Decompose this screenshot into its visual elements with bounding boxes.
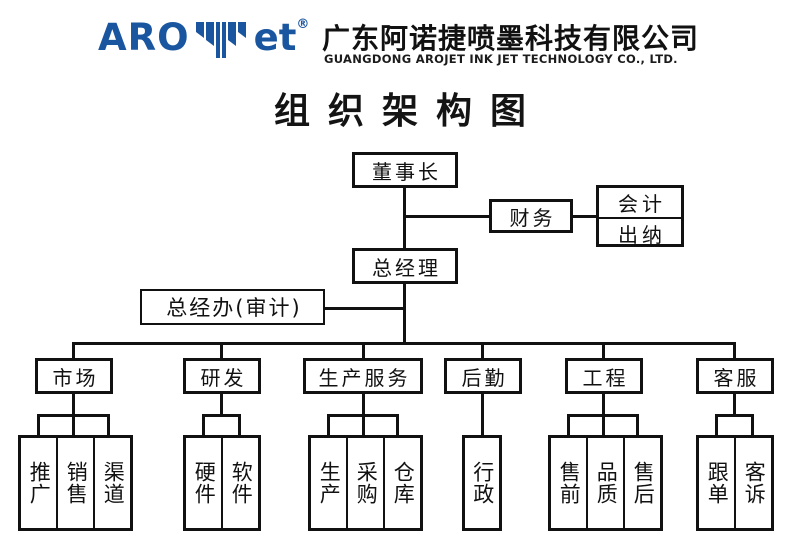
connector-market-child-3 (107, 414, 110, 436)
connector-eng-child-3 (636, 414, 639, 436)
connector-rd-bus (202, 414, 241, 417)
node-engineering-children: 售前 品质 售后 (548, 435, 663, 531)
connector-gm-bus (403, 284, 406, 344)
connector-rd-drop (220, 394, 223, 416)
logo-text-et: et (253, 16, 297, 59)
node-complaints: 客诉 (742, 461, 767, 505)
node-warehouse: 仓库 (391, 461, 416, 505)
node-accountant: 会计 (599, 188, 681, 219)
connector-eng-drop (602, 394, 605, 416)
connector-finance-accounting (572, 215, 599, 218)
node-sales: 销售 (58, 438, 95, 528)
company-name-cn: 广东阿诺捷喷墨科技有限公司 (322, 22, 700, 55)
connector-chairman-gm (403, 188, 406, 248)
connector-bus-production-service (362, 342, 365, 359)
node-customer-service-children: 跟单 客诉 (696, 435, 774, 531)
node-cashier: 出纳 (618, 223, 666, 247)
node-software: 软件 (229, 461, 254, 505)
node-quality: 品质 (588, 438, 625, 528)
node-gm-office: 总经办(审计) (140, 289, 325, 325)
connector-department-bus (72, 342, 734, 345)
node-finance: 财务 (489, 199, 573, 233)
connector-ps-child-2 (362, 414, 365, 436)
node-dept-rd: 研发 (183, 358, 261, 394)
node-rd-children: 硬件 软件 (183, 435, 261, 531)
connector-ps-child-3 (396, 414, 399, 436)
node-production: 生产 (311, 438, 348, 528)
connector-bus-market (72, 342, 75, 359)
node-pre-sales: 售前 (551, 438, 588, 528)
node-finance-children: 会计 出纳 (596, 185, 684, 247)
connector-market-drop (72, 394, 75, 416)
connector-rd-child-2 (238, 414, 241, 436)
connector-bus-logistics (481, 342, 484, 359)
connector-rd-child-1 (202, 414, 205, 436)
connector-cs-child-1 (715, 414, 718, 436)
node-logistics-children: 行政 (462, 435, 502, 531)
node-dept-engineering: 工程 (565, 358, 643, 394)
node-dept-production-service: 生产服务 (303, 358, 423, 394)
connector-gm-office (322, 307, 406, 310)
connector-cs-child-2 (751, 414, 754, 436)
logo-text-aro: ARO (98, 16, 190, 59)
connector-chairman-finance (403, 215, 491, 218)
node-after-sales: 售后 (631, 461, 656, 505)
node-dept-customer-service: 客服 (696, 358, 774, 394)
connector-ps-child-1 (327, 414, 330, 436)
node-chairman: 董事长 (352, 152, 458, 188)
node-order-follow-up: 跟单 (699, 438, 736, 528)
company-name-en: GUANGDONG AROJET INK JET TECHNOLOGY CO.,… (324, 52, 678, 66)
connector-market-child-1 (37, 414, 40, 436)
connector-bus-engineering (602, 342, 605, 359)
node-hardware: 硬件 (186, 438, 223, 528)
page-header: ARO et ® 广东阿诺捷喷墨科技有限公司 GUANGDONG AROJET … (0, 0, 800, 78)
page-title: 组织架构图 (273, 91, 544, 132)
registered-trademark-icon: ® (296, 17, 310, 32)
node-market-children: 推广 销售 渠道 (18, 435, 133, 531)
arojet-leaf-icon (194, 16, 250, 60)
connector-eng-child-2 (602, 414, 605, 436)
connector-cs-bus (715, 414, 754, 417)
connector-eng-child-1 (567, 414, 570, 436)
node-administration: 行政 (470, 461, 495, 505)
connector-logistics-child (481, 394, 484, 436)
node-production-service-children: 生产 采购 仓库 (308, 435, 423, 531)
connector-cs-drop (733, 394, 736, 416)
connector-market-child-2 (72, 414, 75, 436)
node-general-manager: 总经理 (352, 248, 458, 284)
node-dept-market: 市场 (35, 358, 113, 394)
connector-bus-rd (220, 342, 223, 359)
node-promotion: 推广 (21, 438, 58, 528)
node-channel: 渠道 (101, 461, 126, 505)
company-logo: ARO et ® (98, 16, 309, 60)
connector-bus-customer-service (733, 342, 736, 359)
node-dept-logistics: 后勤 (444, 358, 522, 394)
node-purchasing: 采购 (348, 438, 385, 528)
connector-ps-drop (362, 394, 365, 416)
